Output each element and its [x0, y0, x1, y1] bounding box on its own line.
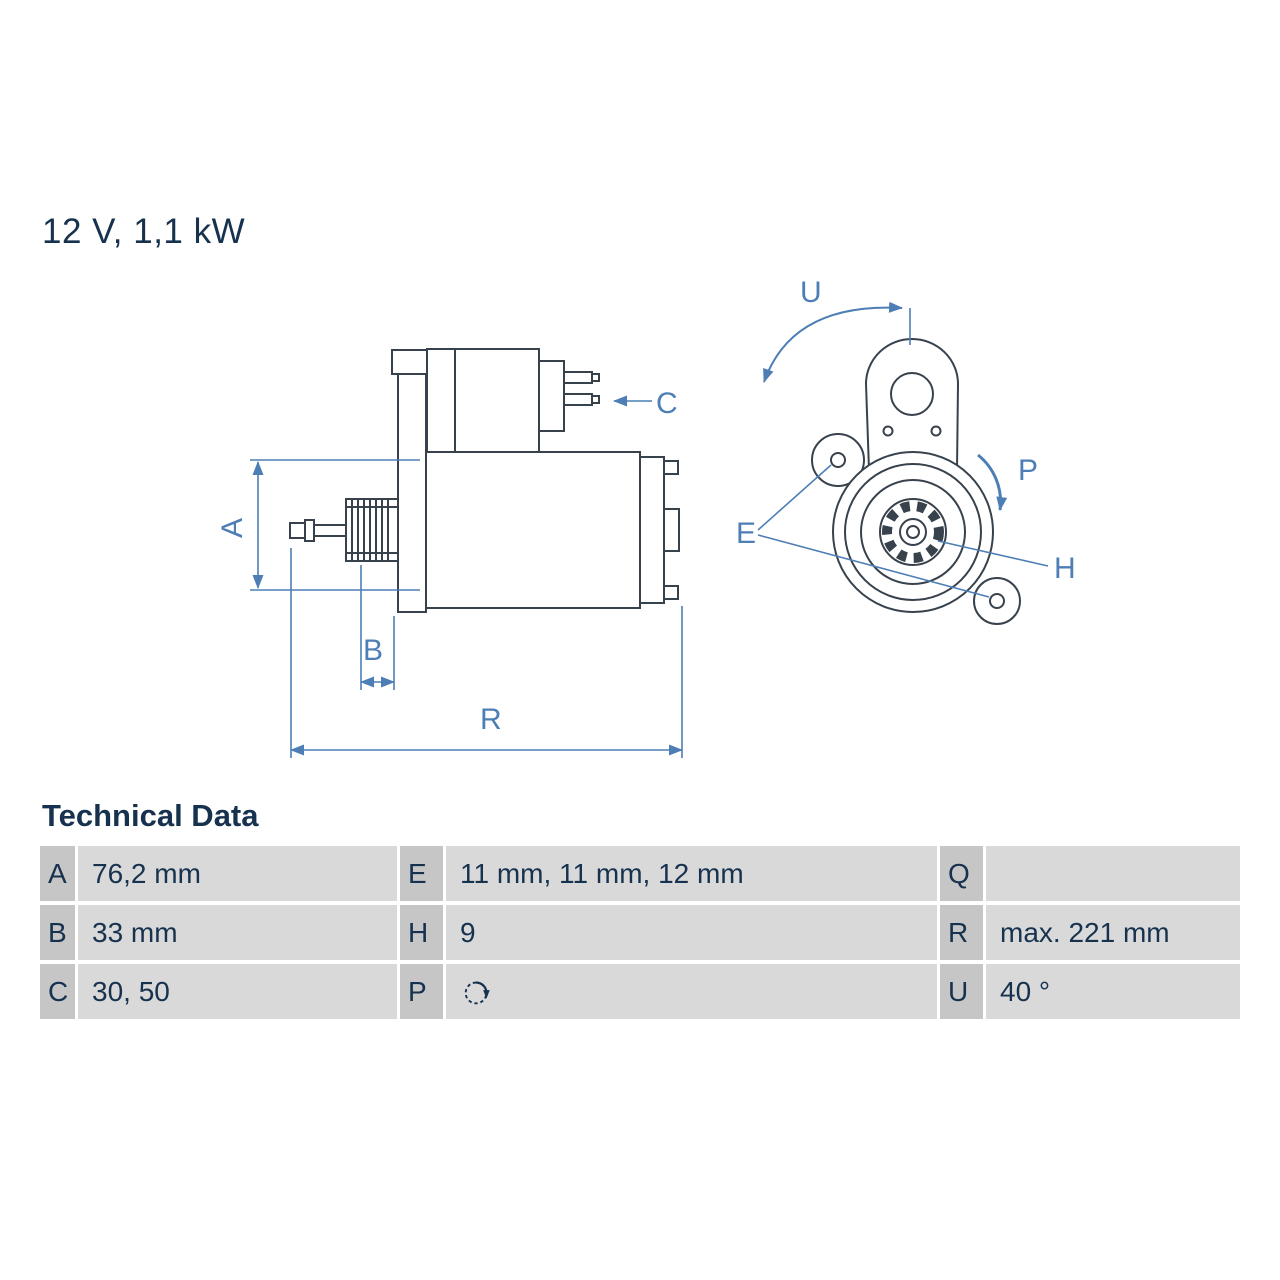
housing-inner-ring [844, 463, 982, 601]
dim-label-C: C [656, 387, 678, 420]
param-value-C: 30, 50 [78, 964, 400, 1019]
pinion-gear [345, 498, 399, 562]
bolt-hole-right [989, 593, 1005, 609]
param-key-A: A [40, 846, 78, 901]
dim-label-R: R [480, 703, 502, 736]
dimension-labels: A B C R U P E H [216, 276, 1076, 736]
H-leader [937, 540, 1049, 567]
bracket-hole [890, 372, 934, 416]
param-key-C: C [40, 964, 78, 1019]
param-value-E: 11 mm, 11 mm, 12 mm [446, 846, 940, 901]
solenoid [426, 348, 540, 453]
param-key-R: R [940, 905, 986, 960]
pinion-front [879, 498, 947, 566]
rotation-direction-arrow [977, 453, 1008, 511]
rotation-direction-icon [464, 980, 490, 1004]
bracket-top-step [391, 349, 433, 375]
param-value-P [446, 964, 940, 1019]
side-view [289, 348, 680, 613]
housing-outer-circle [832, 451, 994, 613]
technical-data-table: A 76,2 mm E 11 mm, 11 mm, 12 mm Q B 33 m… [40, 846, 1240, 1019]
param-value-R: max. 221 mm [986, 905, 1240, 960]
param-value-A: 76,2 mm [78, 846, 400, 901]
shaft [289, 519, 347, 542]
param-key-P: P [400, 964, 446, 1019]
param-key-U: U [940, 964, 986, 1019]
voltage-power-spec: 12 V, 1,1 kW [42, 212, 246, 251]
param-value-U: 40 ° [986, 964, 1240, 1019]
front-view [811, 338, 1021, 625]
terminal-1 [563, 371, 593, 384]
dim-label-P: P [1018, 454, 1038, 487]
bolt-hole-left [830, 452, 846, 468]
param-value-Q [986, 846, 1240, 901]
param-value-B: 33 mm [78, 905, 400, 960]
side-view-dimensions [250, 395, 683, 758]
bearing-boss-circle [860, 479, 966, 585]
param-key-B: B [40, 905, 78, 960]
dim-label-B: B [363, 634, 383, 667]
E-leader-1 [757, 464, 832, 531]
dim-label-E: E [736, 517, 756, 550]
front-view-annotations [757, 301, 1049, 598]
dim-label-H: H [1054, 552, 1076, 585]
table-row: C 30, 50 P U 40 ° [40, 964, 1240, 1019]
dim-label-U: U [800, 276, 822, 309]
param-key-H: H [400, 905, 446, 960]
motor-body [425, 451, 641, 609]
param-key-E: E [400, 846, 446, 901]
terminal-block [538, 360, 565, 432]
drive-end-bracket [397, 349, 427, 613]
param-key-Q: Q [940, 846, 986, 901]
pinion-teeth [882, 501, 944, 563]
terminal-2 [563, 393, 593, 406]
table-row: A 76,2 mm E 11 mm, 11 mm, 12 mm Q [40, 846, 1240, 901]
end-cap [639, 456, 665, 604]
param-value-H: 9 [446, 905, 940, 960]
E-leader-2 [757, 534, 990, 598]
dim-label-A: A [216, 518, 249, 538]
table-row: B 33 mm H 9 R max. 221 mm [40, 905, 1240, 960]
angle-U-arc [763, 301, 903, 383]
technical-data-title: Technical Data [42, 798, 259, 833]
